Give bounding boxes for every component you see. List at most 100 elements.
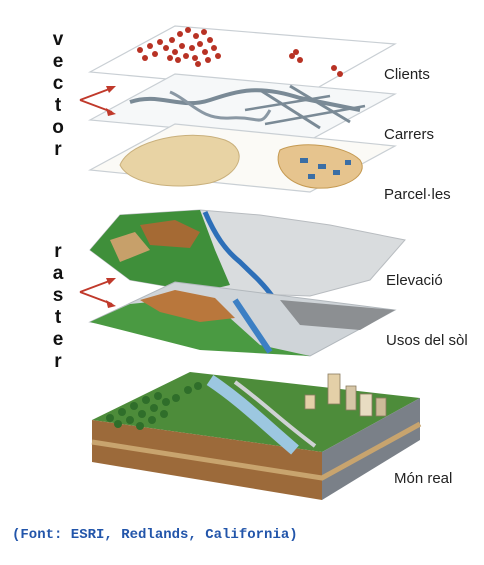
source-credit: (Font: ESRI, Redlands, California) [12,527,298,543]
arrow-raster-up [79,279,113,293]
client-point [152,51,158,57]
raster-arrows [79,278,116,308]
client-point [197,41,203,47]
parcels-layer [87,123,398,193]
elevation-brown [140,220,200,248]
client-point [175,57,181,63]
client-point [207,37,213,43]
building [304,394,316,410]
tree [160,410,168,418]
block-river [206,375,299,455]
arrow-raster-down-head [106,300,116,308]
client-point [183,53,189,59]
client-point [157,39,163,45]
parcel-block [318,164,326,169]
vector-letter: o [52,117,64,138]
landuse-urban [280,300,395,330]
elevation-layer [89,209,406,298]
street-grid-4 [264,104,366,126]
landuse-vegetation [90,300,310,356]
client-point [172,49,178,55]
client-point [142,55,148,61]
client-point [163,45,169,51]
tree [172,394,180,402]
street-grid-2 [289,84,351,124]
client-point [147,43,153,49]
client-point [137,47,143,53]
layer-label-elevation: Elevació [386,272,443,289]
building [345,385,357,411]
client-points [137,27,343,77]
arrow-vector-up [79,87,113,101]
client-point [215,53,221,59]
client-point [211,45,217,51]
vector-letter: r [54,139,62,160]
vector-letter: e [52,51,64,72]
client-point [205,57,211,63]
tree [138,410,146,418]
tree [184,386,192,394]
streets-layer [87,73,398,141]
raster-letter: s [52,285,64,306]
raster-letter: a [52,263,64,284]
layer-label-landuse: Usos del sòl [386,332,468,349]
tree [194,382,202,390]
landuse-water [232,298,273,354]
vector-letter: t [54,95,62,116]
client-point [193,33,199,39]
landuse-farmland [140,290,235,322]
parcel-block [308,174,315,179]
real-world-block [91,372,422,500]
tree [136,422,144,430]
parcel-block [333,170,340,175]
client-point [331,65,337,71]
parcel-blocks [300,158,351,179]
block-road [233,380,317,448]
vector-letter: v [52,29,64,50]
tree [148,416,156,424]
client-point [201,29,207,35]
raster-letter: r [54,351,62,372]
building [375,397,387,417]
client-point [293,49,299,55]
arrow-vector-down-head [106,108,116,116]
street-main [129,88,361,112]
clients-layer [87,25,397,93]
layer-label-streets: Carrers [384,126,435,143]
client-point [167,55,173,61]
tree [162,398,170,406]
raster-letter: r [54,241,62,262]
landuse-layer [88,281,397,357]
parcel-west [119,134,240,187]
elevation-tan [110,232,150,262]
elevation-river [202,211,275,298]
tree [130,402,138,410]
vector-arrows [79,86,116,116]
parcel-block [345,160,351,165]
block-strata [91,421,422,481]
tree [126,416,134,424]
tree [106,414,114,422]
client-point [189,45,195,51]
buildings [304,373,387,417]
street-grid-1 [259,88,321,130]
client-point [202,49,208,55]
client-point [297,57,303,63]
building [359,393,373,417]
arrow-vector-up-head [106,86,116,93]
vector-letter: c [52,73,64,94]
trees [106,382,202,430]
tree [150,404,158,412]
street-grid-3 [244,94,331,112]
layer-stack-illustration [79,25,422,500]
tree [118,408,126,416]
layer-label-clients: Clients [384,66,430,83]
layer-label-parcels: Parcel·les [384,186,451,203]
raster-letter: t [54,307,62,328]
tree [142,396,150,404]
raster-letter: e [52,329,64,350]
client-point [289,53,295,59]
client-point [177,31,183,37]
client-point [169,37,175,43]
layer-label-real-world: Món real [394,470,453,487]
